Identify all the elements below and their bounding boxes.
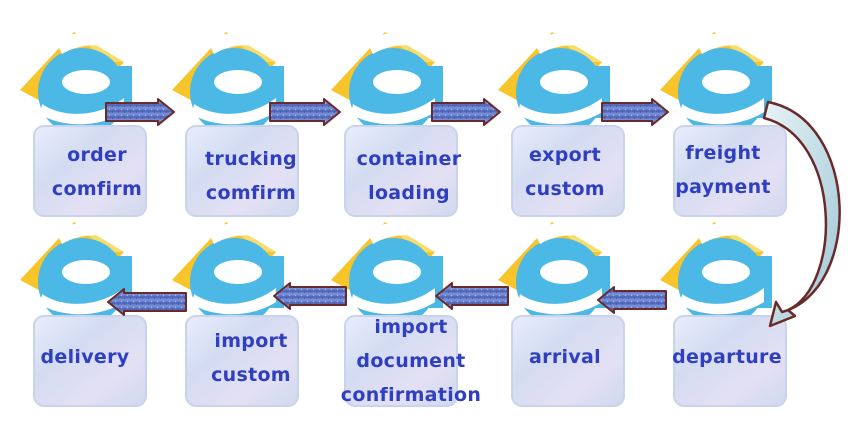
step-label-line: delivery [40,346,130,368]
step-label-line: export [528,144,602,166]
step-label-line: departure [672,346,782,368]
step-label-line: trucking [205,148,297,170]
step-label: container loading [334,142,484,210]
step-card [344,315,458,407]
step-label: order comfirm [22,138,172,206]
e-logo-icon [498,222,614,326]
left-arrow-icon [273,282,347,310]
step-label-line: custom [525,178,605,200]
step-label: departure [652,340,802,374]
step-node [498,32,625,217]
step-label-line: comfirm [51,178,143,200]
right-arrow-icon [601,98,669,126]
step-card [673,125,787,217]
step-card [673,315,787,407]
step-label-line: order [67,144,127,166]
e-logo-icon [20,222,136,326]
step-label: trucking comfirm [176,142,326,210]
e-logo-icon [20,32,136,136]
step-card [344,125,458,217]
step-label-line: comfirm [205,182,297,204]
step-label: freight payment [648,136,798,204]
step-card [185,125,299,217]
step-label-line: payment [675,176,771,198]
step-card [511,315,625,407]
curved-connector-arrow [762,100,841,328]
step-node [331,222,458,407]
step-label-line: import [214,330,288,352]
step-label: import document confirmation [336,310,486,412]
left-arrow-icon [597,286,667,314]
step-label-line: freight [685,142,761,164]
step-node [172,222,299,407]
step-card [185,315,299,407]
e-logo-icon [498,32,614,136]
step-label-line: import [374,316,448,338]
step-node [660,222,787,407]
e-logo-icon [331,222,447,326]
e-logo-icon [660,32,776,136]
e-logo-icon [172,222,288,326]
step-node [20,222,147,407]
right-arrow-icon [269,98,341,126]
step-label-line: loading [368,182,450,204]
right-arrow-icon [105,98,175,126]
left-arrow-icon [435,282,509,310]
step-label: arrival [490,340,640,374]
step-label-line: confirmation [340,384,482,406]
right-arrow-icon [431,98,501,126]
e-logo-icon [660,222,776,326]
step-card [33,315,147,407]
step-label-line: document [356,350,466,372]
step-card [33,125,147,217]
step-label-line: container [356,148,462,170]
step-node [660,32,787,217]
step-label: delivery [10,340,160,374]
step-label-line: arrival [529,346,601,368]
left-arrow-icon [107,288,187,316]
e-logo-icon [331,32,447,136]
step-label: import custom [176,324,326,392]
step-label-line: custom [211,364,291,386]
step-node [498,222,625,407]
step-card [511,125,625,217]
step-node [20,32,147,217]
step-label: export custom [490,138,640,206]
